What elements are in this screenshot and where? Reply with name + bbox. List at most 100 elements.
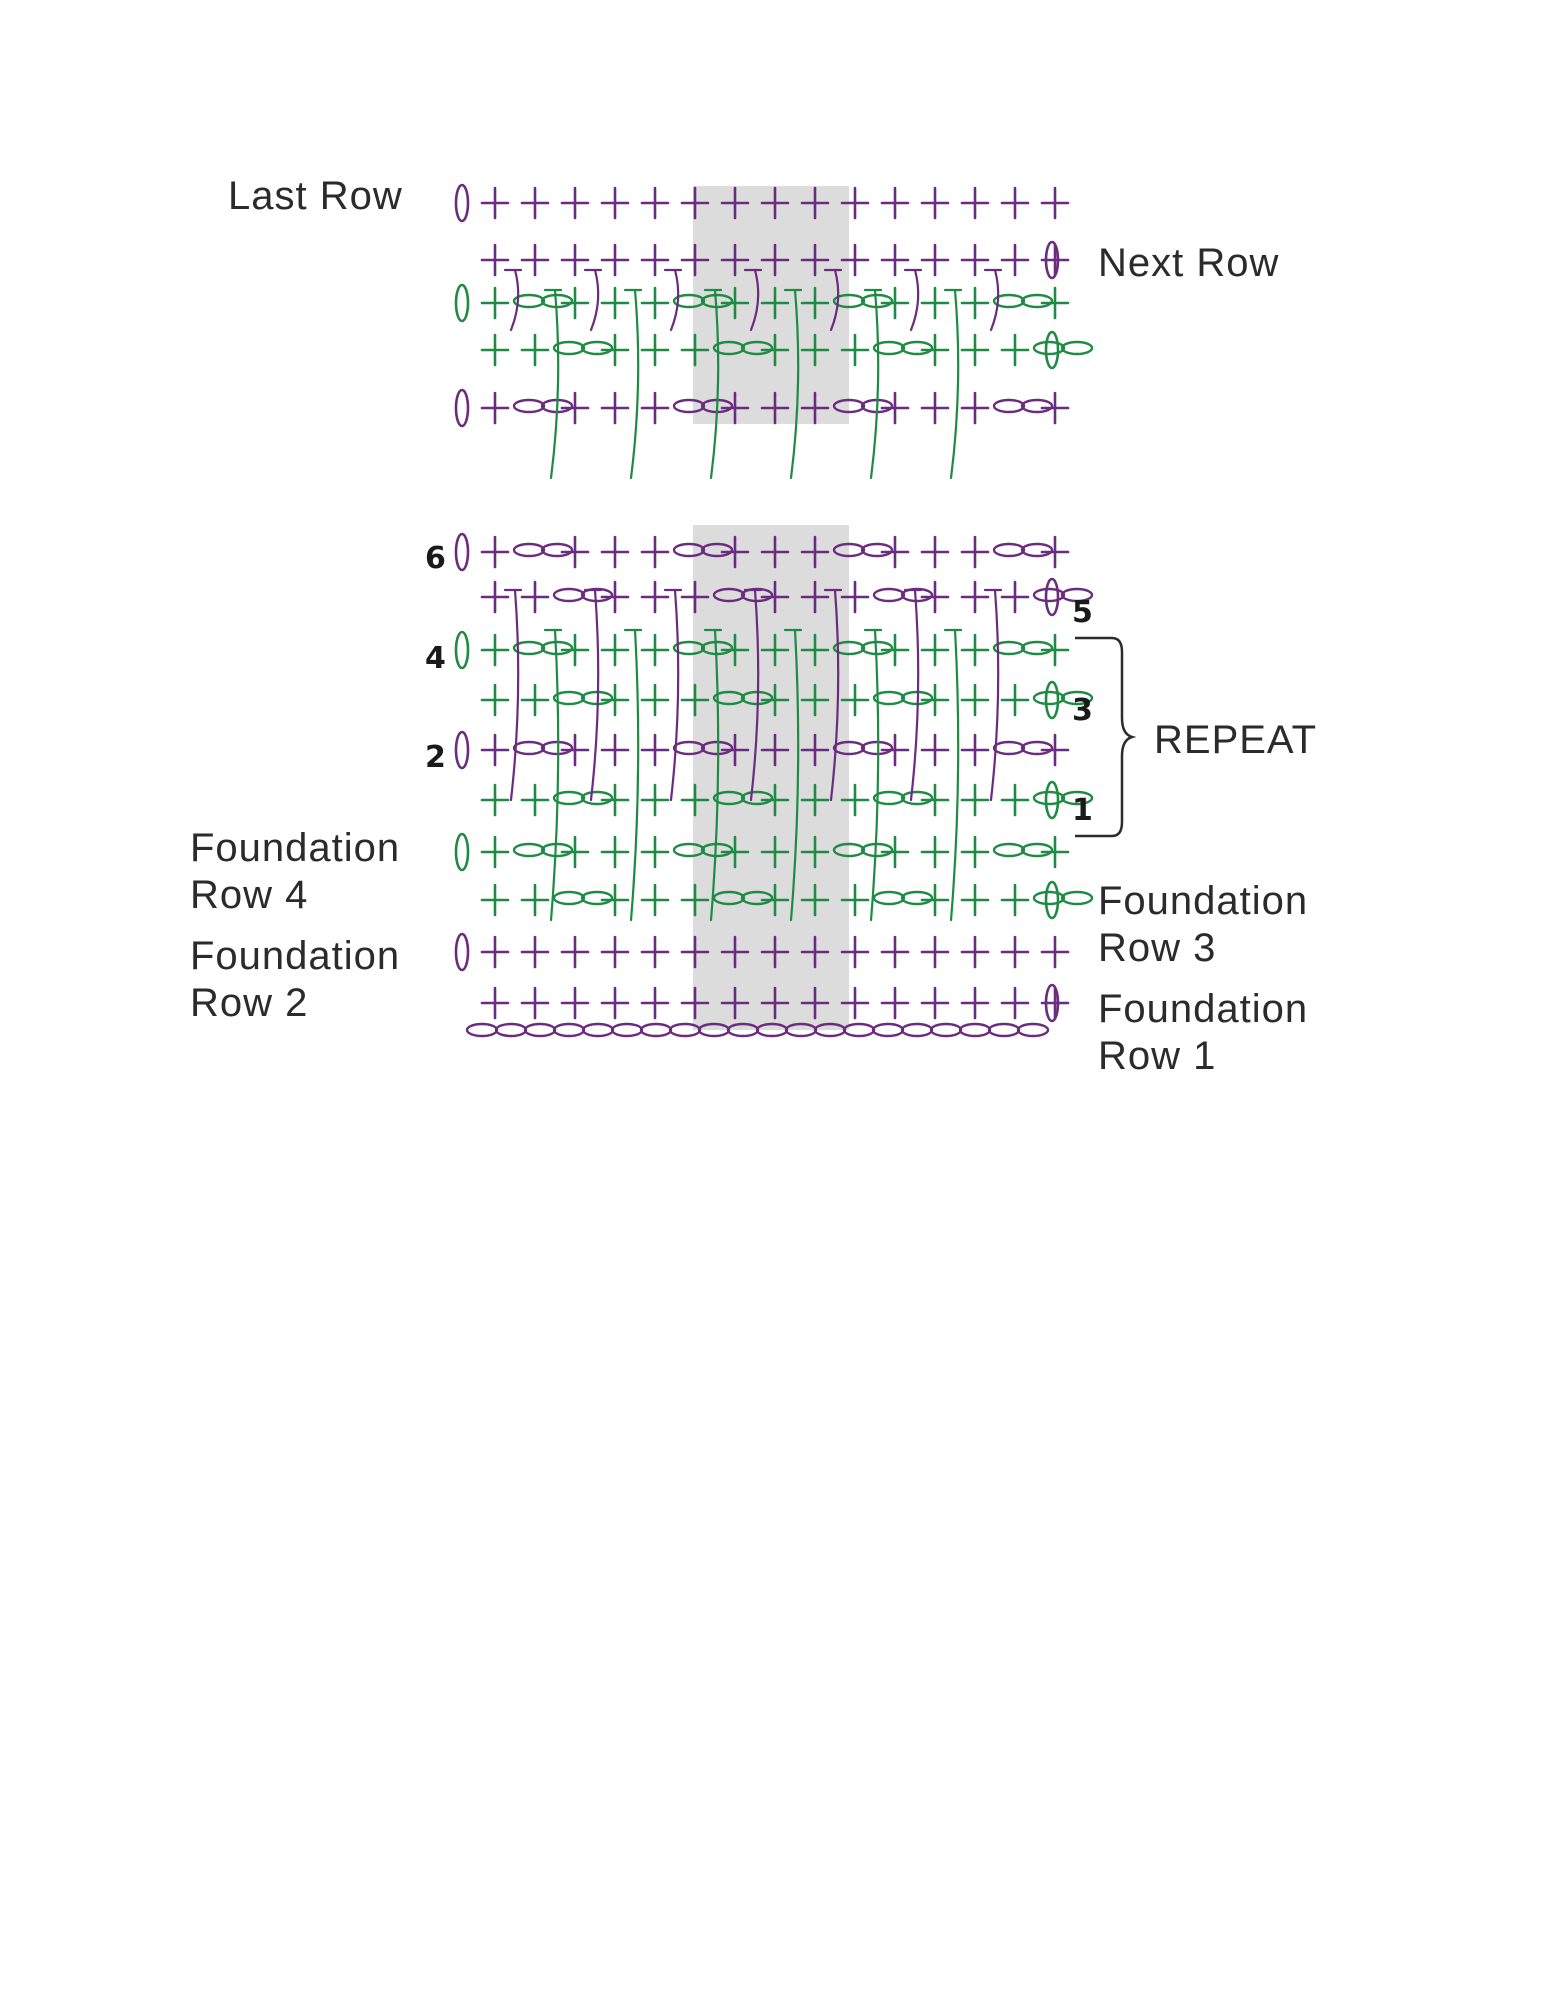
long-stitch-icon <box>743 268 763 332</box>
turning-chain-icon <box>454 932 470 972</box>
single-crochet-icon <box>480 783 510 817</box>
single-crochet-icon <box>720 186 750 220</box>
chain-icon <box>1060 690 1094 706</box>
turning-chain-icon <box>1044 330 1060 370</box>
single-crochet-icon <box>1000 186 1030 220</box>
single-crochet-icon <box>960 935 990 969</box>
single-crochet-icon <box>960 333 990 367</box>
chain-icon <box>872 690 906 706</box>
foundation-row-3-label-line2: Row 3 <box>1098 926 1216 970</box>
single-crochet-icon <box>600 286 630 320</box>
chain-icon <box>958 1022 992 1038</box>
single-crochet-icon <box>520 333 550 367</box>
chain-icon <box>712 790 746 806</box>
single-crochet-icon <box>880 986 910 1020</box>
single-crochet-icon <box>720 535 750 569</box>
chain-icon <box>1016 1022 1050 1038</box>
single-crochet-icon <box>640 733 670 767</box>
single-crochet-icon <box>880 535 910 569</box>
long-stitch-icon <box>863 288 883 480</box>
single-crochet-icon <box>600 883 630 917</box>
single-crochet-icon <box>480 333 510 367</box>
single-crochet-icon <box>600 633 630 667</box>
single-crochet-icon <box>680 883 710 917</box>
chain-icon <box>552 690 586 706</box>
single-crochet-icon <box>760 633 790 667</box>
single-crochet-icon <box>760 783 790 817</box>
single-crochet-icon <box>960 391 990 425</box>
chain-icon <box>832 398 866 414</box>
chain-icon <box>740 790 774 806</box>
single-crochet-icon <box>760 733 790 767</box>
chain-icon <box>540 842 574 858</box>
turning-chain-icon <box>454 283 470 323</box>
single-crochet-icon <box>880 733 910 767</box>
chain-icon <box>1060 587 1094 603</box>
single-crochet-icon <box>480 535 510 569</box>
chain-icon <box>987 1022 1021 1038</box>
single-crochet-icon <box>720 391 750 425</box>
single-crochet-icon <box>480 243 510 277</box>
single-crochet-icon <box>1000 935 1030 969</box>
single-crochet-icon <box>960 783 990 817</box>
chain-icon <box>512 293 546 309</box>
foundation-row-4-label-line1: Foundation <box>190 826 400 870</box>
single-crochet-icon <box>480 935 510 969</box>
single-crochet-icon <box>760 986 790 1020</box>
single-crochet-icon <box>520 883 550 917</box>
single-crochet-icon <box>800 835 830 869</box>
chain-icon <box>672 542 706 558</box>
single-crochet-icon <box>960 986 990 1020</box>
single-crochet-icon <box>880 286 910 320</box>
long-stitch-icon <box>943 288 963 480</box>
chain-icon <box>552 340 586 356</box>
single-crochet-icon <box>840 186 870 220</box>
long-stitch-icon <box>983 588 1003 802</box>
chain-icon <box>552 1022 586 1038</box>
single-crochet-icon <box>1000 986 1030 1020</box>
long-stitch-icon <box>943 628 963 922</box>
single-crochet-icon <box>520 243 550 277</box>
single-crochet-icon <box>800 391 830 425</box>
repeat-label: REPEAT <box>1154 718 1317 762</box>
single-crochet-icon <box>600 243 630 277</box>
long-stitch-icon <box>543 628 563 922</box>
single-crochet-icon <box>600 935 630 969</box>
row-number-3: 3 <box>1072 693 1093 728</box>
single-crochet-icon <box>880 243 910 277</box>
single-crochet-icon <box>560 286 590 320</box>
row-number-6: 6 <box>425 541 446 576</box>
single-crochet-icon <box>960 580 990 614</box>
turning-chain-icon <box>454 730 470 770</box>
chain-icon <box>992 842 1026 858</box>
single-crochet-icon <box>880 935 910 969</box>
chain-icon <box>639 1022 673 1038</box>
single-crochet-icon <box>920 935 950 969</box>
chain-icon <box>832 640 866 656</box>
single-crochet-icon <box>760 935 790 969</box>
single-crochet-icon <box>560 935 590 969</box>
single-crochet-icon <box>720 935 750 969</box>
single-crochet-icon <box>480 580 510 614</box>
single-crochet-icon <box>600 186 630 220</box>
chain-icon <box>871 1022 905 1038</box>
chain-icon <box>672 293 706 309</box>
foundation-row-2-label-line2: Row 2 <box>190 981 308 1025</box>
single-crochet-icon <box>640 935 670 969</box>
chain-icon <box>992 293 1026 309</box>
single-crochet-icon <box>880 835 910 869</box>
single-crochet-icon <box>1000 580 1030 614</box>
single-crochet-icon <box>800 883 830 917</box>
long-stitch-icon <box>583 268 603 332</box>
single-crochet-icon <box>600 391 630 425</box>
single-crochet-icon <box>920 535 950 569</box>
single-crochet-icon <box>920 633 950 667</box>
chain-icon <box>700 740 734 756</box>
foundation-row-1-label-line2: Row 1 <box>1098 1034 1216 1078</box>
single-crochet-icon <box>920 243 950 277</box>
single-crochet-icon <box>800 986 830 1020</box>
single-crochet-icon <box>480 835 510 869</box>
single-crochet-icon <box>1000 683 1030 717</box>
single-crochet-icon <box>720 835 750 869</box>
